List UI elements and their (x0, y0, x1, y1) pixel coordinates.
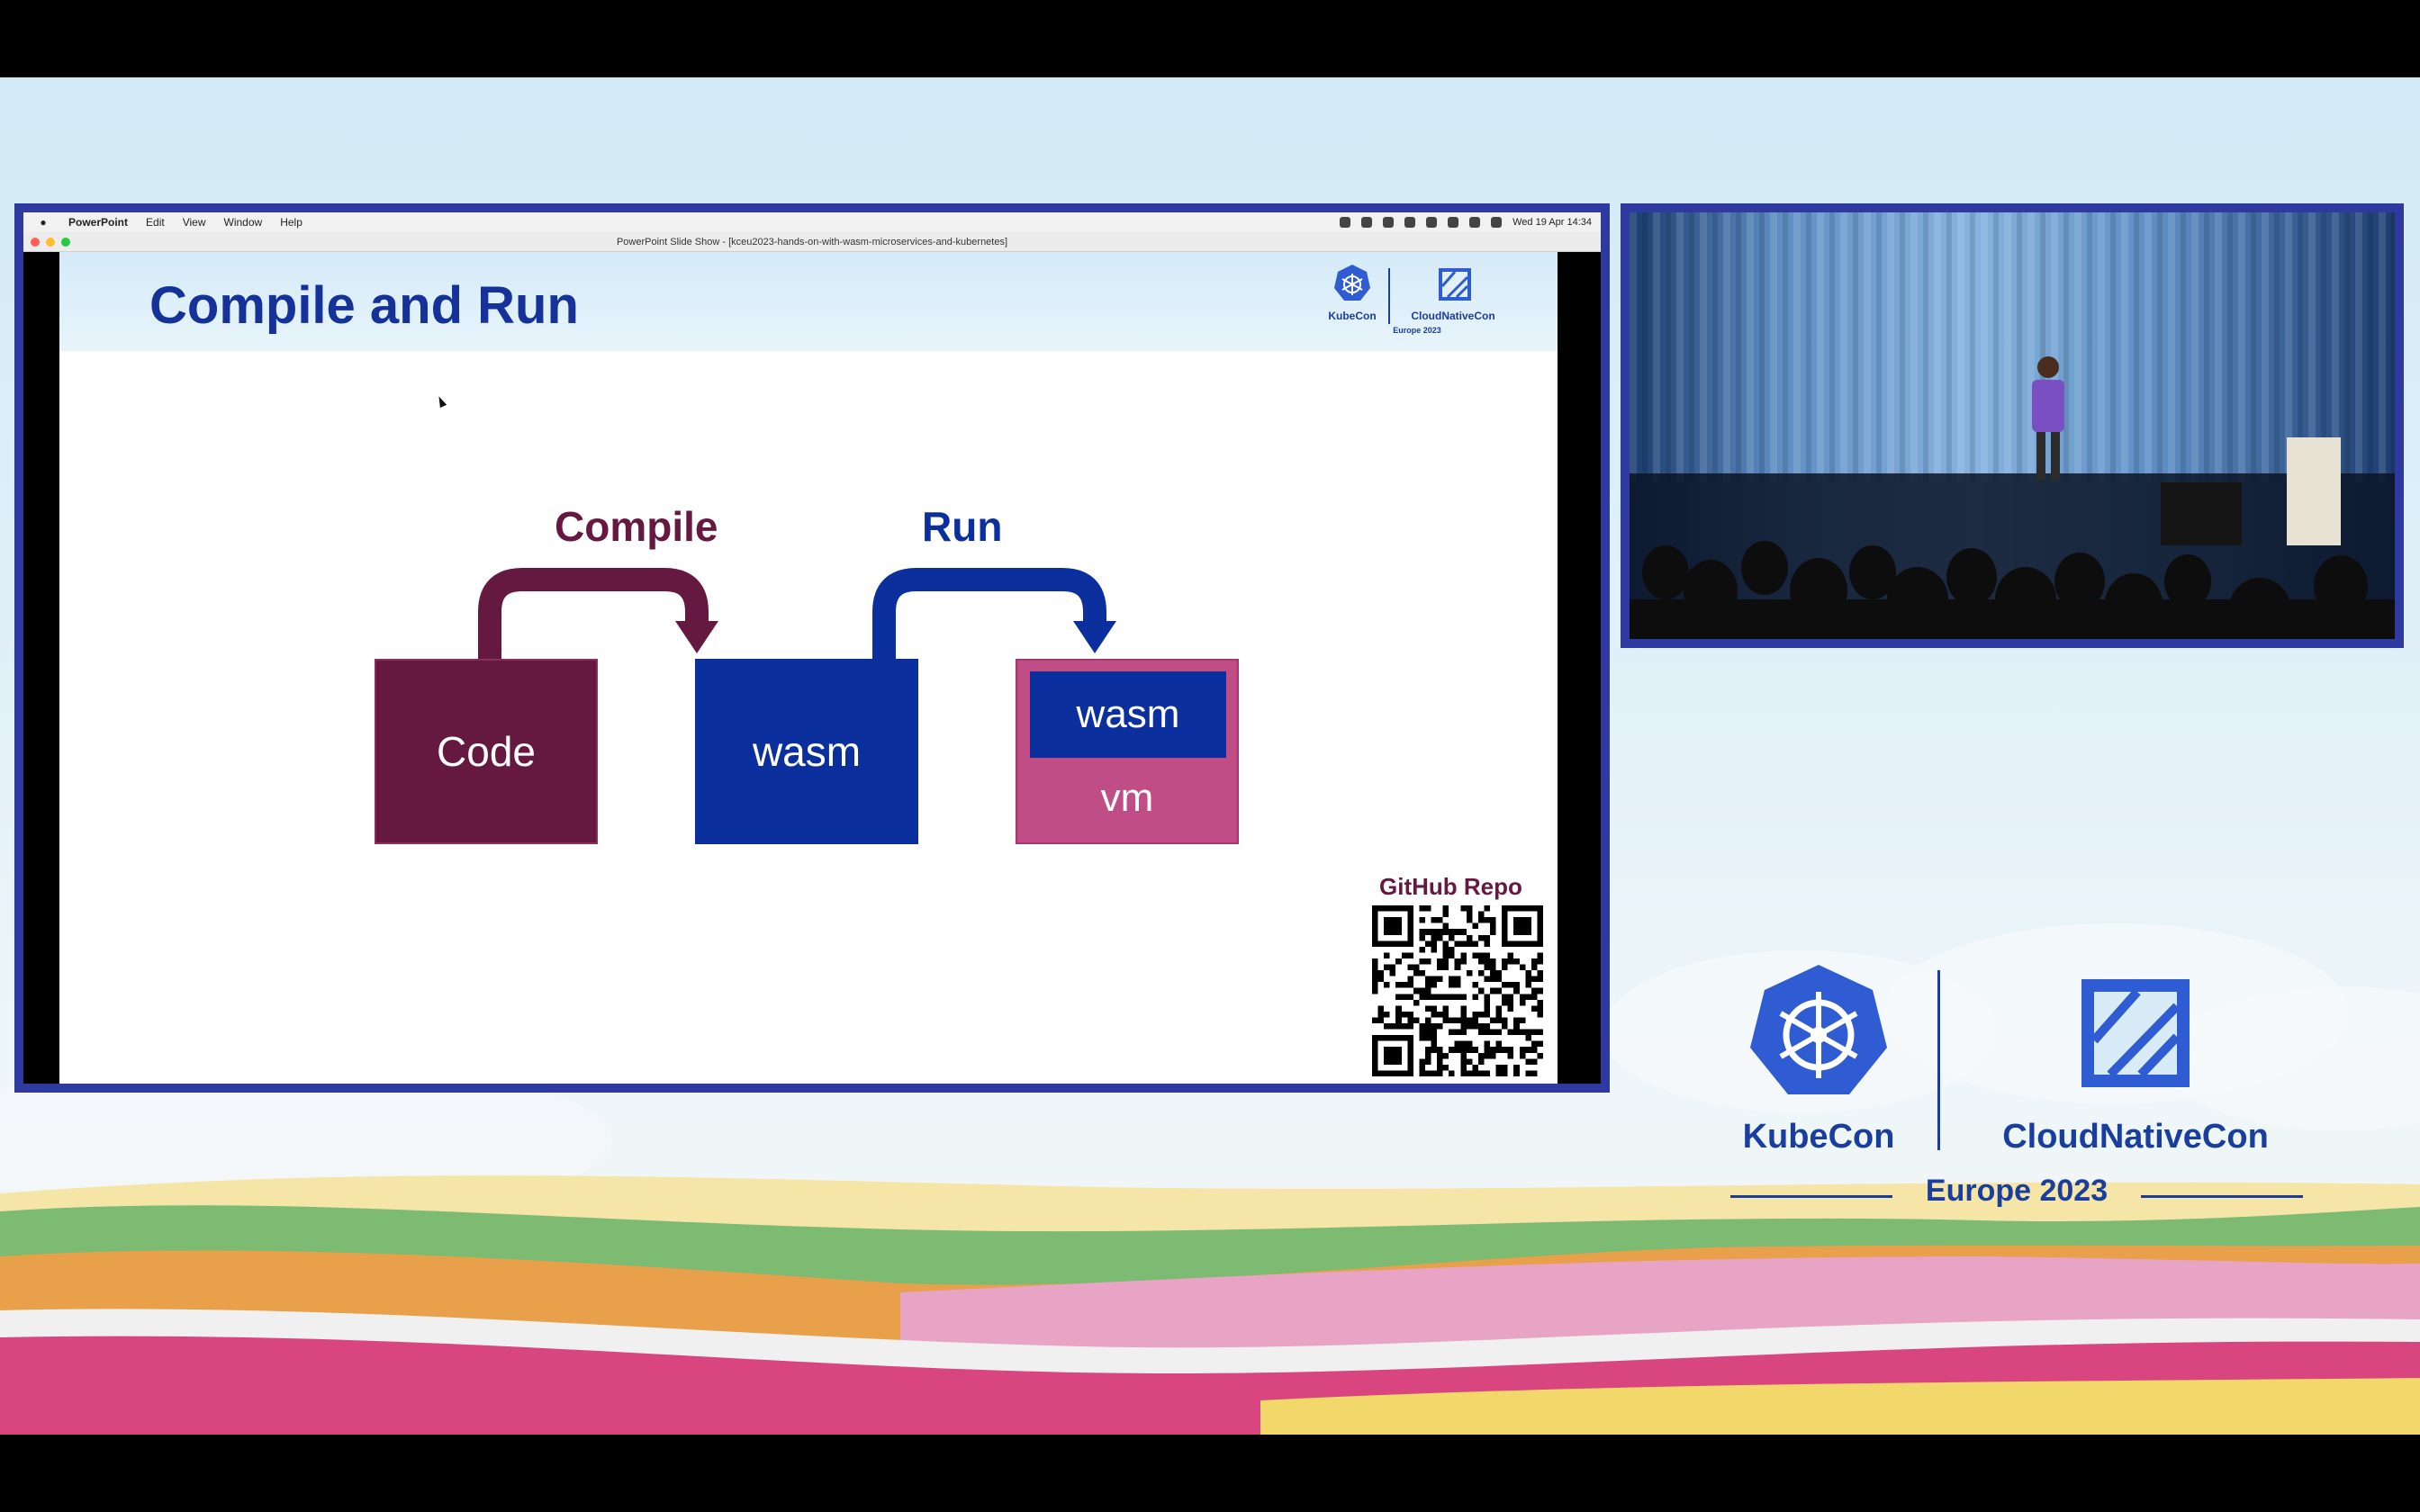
run-arrow-head (1073, 621, 1116, 653)
menu-view[interactable]: View (182, 216, 206, 229)
stage-photo (1630, 212, 2395, 639)
apple-icon[interactable]: ● (40, 216, 47, 229)
edition-rule-left (1730, 1195, 1892, 1198)
edition-rule-right (2141, 1195, 2303, 1198)
audience-silhouettes (1630, 541, 2395, 639)
vm-inner-wasm-box: wasm (1030, 671, 1226, 758)
cloudnativecon-wordmark: CloudNativeCon (2002, 1118, 2269, 1156)
slide-event-logo: KubeCon CloudNativeCon Europe 2023 (1327, 263, 1507, 344)
logo-divider (1937, 970, 1940, 1150)
speaker-figure (2032, 356, 2064, 481)
letterbox-top (0, 0, 2420, 77)
slide-cloudnativecon-wordmark: CloudNativeCon (1411, 310, 1495, 322)
window-title: PowerPoint Slide Show - [kceu2023-hands-… (616, 236, 1008, 248)
fullscreen-window-button[interactable] (61, 238, 70, 247)
control-center-icon[interactable] (1491, 217, 1503, 228)
qr-code-icon[interactable] (1372, 905, 1543, 1076)
compile-label: Compile (555, 503, 718, 550)
event-logo: KubeCon CloudNativeCon Europe 2023 (1711, 959, 2323, 1229)
compile-arrow-head (675, 621, 718, 653)
speaker-camera-feed (1621, 203, 2404, 648)
background-waves (0, 1175, 2420, 1435)
letterbox-bottom (0, 1435, 2420, 1512)
cncf-icon (1439, 268, 1471, 301)
code-box: Code (375, 659, 598, 844)
focus-mode-icon[interactable] (1340, 217, 1351, 228)
kubernetes-helm-icon (1750, 965, 1887, 1094)
window-controls (31, 238, 70, 247)
menubar-status-area: Wed 19 Apr 14:34 (1340, 212, 1592, 232)
slide-kubecon-wordmark: KubeCon (1328, 310, 1377, 322)
battery-icon[interactable] (1426, 217, 1438, 228)
slide-header-band (59, 252, 1558, 351)
minimize-window-button[interactable] (46, 238, 55, 247)
github-repo-label: GitHub Repo (1379, 873, 1522, 900)
slide-edition-label: Europe 2023 (1393, 326, 1441, 335)
compile-arrow (478, 568, 709, 659)
close-window-button[interactable] (31, 238, 40, 247)
wasm-box: wasm (695, 659, 918, 844)
vm-inner-wasm-label: wasm (1076, 692, 1180, 736)
stage-table (2161, 482, 2242, 545)
mac-menubar: ● PowerPoint Edit View Window Help Wed 1… (23, 212, 1601, 232)
vm-label: vm (1100, 776, 1154, 820)
menu-edit[interactable]: Edit (146, 216, 165, 229)
menubar-clock[interactable]: Wed 19 Apr 14:34 (1512, 217, 1592, 228)
menu-help[interactable]: Help (280, 216, 302, 229)
edition-label: Europe 2023 (1925, 1174, 2108, 1208)
search-icon[interactable] (1469, 217, 1481, 228)
cncf-icon (2081, 979, 2190, 1087)
account-icon[interactable] (1361, 217, 1373, 228)
bluetooth-icon[interactable] (1404, 217, 1416, 228)
wasm-box-label: wasm (752, 728, 862, 775)
widgets-icon[interactable] (1383, 217, 1395, 228)
menu-window[interactable]: Window (223, 216, 263, 229)
window-titlebar: PowerPoint Slide Show - [kceu2023-hands-… (23, 232, 1601, 252)
run-arrow (872, 568, 1106, 659)
vm-box: wasm vm (1016, 659, 1239, 844)
menu-app-name[interactable]: PowerPoint (68, 216, 129, 229)
kubecon-wordmark: KubeCon (1742, 1118, 1895, 1156)
presentation-screen: ● PowerPoint Edit View Window Help Wed 1… (14, 203, 1610, 1093)
slide-title: Compile and Run (149, 276, 579, 335)
slide-canvas[interactable]: Compile and Run KubeCon CloudNativeCon E… (59, 252, 1558, 1084)
run-label: Run (922, 503, 1003, 550)
lectern (2287, 437, 2341, 545)
slide-logo-divider (1388, 268, 1390, 324)
wifi-icon[interactable] (1448, 217, 1459, 228)
kubernetes-helm-icon (1334, 265, 1370, 301)
code-box-label: Code (437, 728, 536, 775)
compile-run-arrows (478, 568, 1116, 659)
